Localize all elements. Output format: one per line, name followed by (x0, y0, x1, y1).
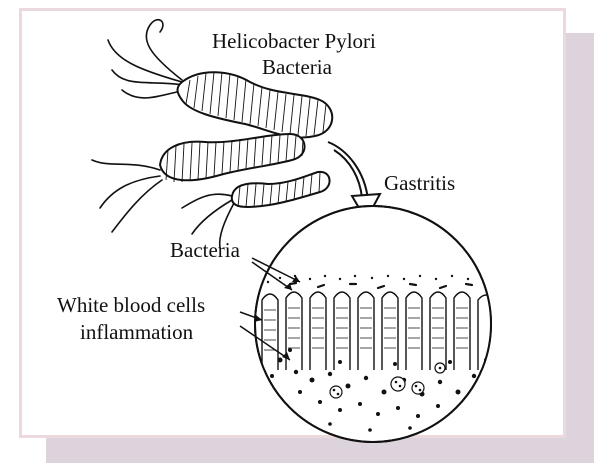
white-blood-cells-label: White blood cells (57, 293, 205, 317)
inflammation-label: inflammation (80, 320, 193, 344)
bacteria-label: Bacteria (170, 238, 240, 262)
stomach-lining-circle (255, 206, 494, 442)
gastritis-label: Gastritis (384, 171, 455, 195)
title-line-1: Helicobacter Pylori (212, 29, 376, 53)
title-line-2: Bacteria (262, 55, 332, 79)
